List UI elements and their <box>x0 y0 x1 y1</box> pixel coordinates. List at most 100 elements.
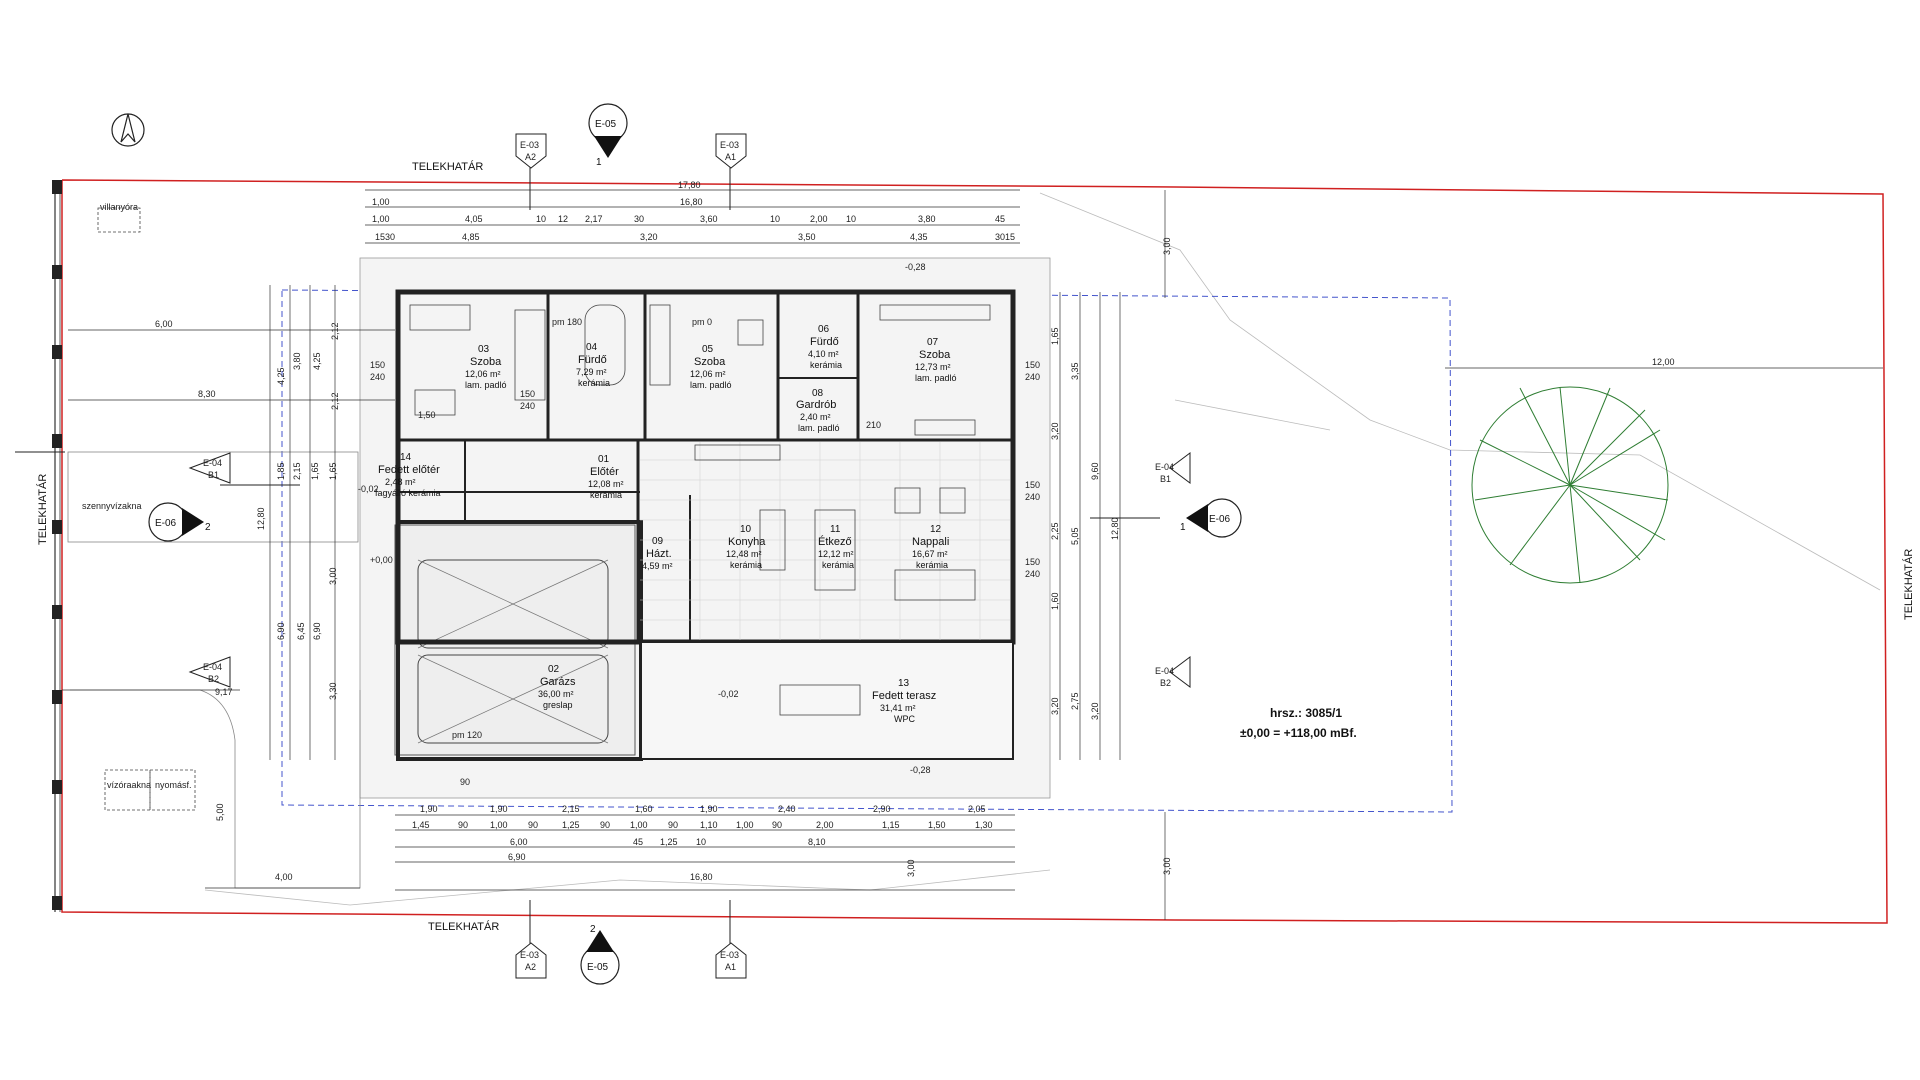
svg-text:17,80: 17,80 <box>678 180 701 190</box>
svg-text:8,10: 8,10 <box>808 837 826 847</box>
svg-text:1,65: 1,65 <box>310 462 320 480</box>
svg-text:07: 07 <box>927 337 939 348</box>
svg-text:1,60: 1,60 <box>1050 592 1060 610</box>
svg-text:2,25: 2,25 <box>1050 522 1060 540</box>
tag-e03-a1-bottom: E-03 <box>720 950 739 960</box>
tag-e03-a1-top: E-03 <box>720 140 739 150</box>
svg-text:2,00: 2,00 <box>810 214 828 224</box>
room-02: 02 Garázs 36,00 m² greslap <box>538 664 576 710</box>
svg-text:Konyha: Konyha <box>728 536 766 548</box>
room-10: 10 Konyha 12,48 m² kerámia <box>726 524 766 570</box>
tag-e03-a2-bottom-sub: A2 <box>525 962 536 972</box>
e06-left-num: 2 <box>205 522 211 533</box>
e05-bottom-code: E-05 <box>587 962 609 973</box>
e05-bottom-num: 2 <box>590 924 596 935</box>
e06-right-code: E-06 <box>1209 514 1231 525</box>
svg-text:2,15: 2,15 <box>292 462 302 480</box>
svg-text:1,65: 1,65 <box>328 462 338 480</box>
svg-text:240: 240 <box>520 401 535 411</box>
top-dimensions: 17,80 16,80 1,00 1,00 4,05 10 12 2,17 30… <box>372 180 1015 242</box>
svg-text:150: 150 <box>1025 480 1040 490</box>
tag-e04-b2-left: E-04 <box>203 662 222 672</box>
svg-text:1,90: 1,90 <box>420 804 438 814</box>
terrain-lines <box>204 192 1881 906</box>
room-06: 06 Fürdő 4,10 m² kerámia <box>808 324 842 370</box>
parcel-number: hrsz.: 3085/1 <box>1270 706 1342 720</box>
svg-text:14: 14 <box>400 452 412 463</box>
svg-text:2,12: 2,12 <box>330 392 340 410</box>
svg-text:1,50: 1,50 <box>928 820 946 830</box>
svg-text:45: 45 <box>995 214 1005 224</box>
room-07: 07 Szoba 12,73 m² lam. padló <box>915 337 957 383</box>
tag-e04-b1-right-sub: B1 <box>1160 474 1171 484</box>
svg-text:240: 240 <box>370 372 385 382</box>
svg-text:2,75: 2,75 <box>1070 692 1080 710</box>
svg-text:3015: 3015 <box>995 232 1015 242</box>
svg-text:2,17: 2,17 <box>585 214 603 224</box>
tag-e04-b1-right: E-04 <box>1155 462 1174 472</box>
svg-text:lam. padló: lam. padló <box>465 380 507 390</box>
svg-text:1,00: 1,00 <box>490 820 508 830</box>
svg-text:1,00: 1,00 <box>736 820 754 830</box>
property-boundary <box>52 179 1888 924</box>
svg-text:lam. padló: lam. padló <box>915 373 957 383</box>
svg-text:1,25: 1,25 <box>660 837 678 847</box>
svg-text:fagyálló kerámia: fagyálló kerámia <box>375 488 441 498</box>
tag-e03-a1-bottom-sub: A1 <box>725 962 736 972</box>
bottom-dimensions: 1,90 1,90 2,15 1,60 1,90 2,40 2,90 2,05 … <box>215 803 993 882</box>
svg-text:1,85: 1,85 <box>276 462 286 480</box>
room-14: 14 Fedett előtér 2,48 m² fagyálló kerámi… <box>375 452 441 498</box>
svg-text:9,17: 9,17 <box>215 687 233 697</box>
svg-text:03: 03 <box>478 344 490 355</box>
svg-text:3,00: 3,00 <box>1162 237 1172 255</box>
svg-text:12,12 m²: 12,12 m² <box>818 549 854 559</box>
svg-text:09: 09 <box>652 536 664 547</box>
svg-text:Házt.: Házt. <box>646 548 672 560</box>
svg-text:12,06 m²: 12,06 m² <box>690 369 726 379</box>
tag-e03-a2-top: E-03 <box>520 140 539 150</box>
e06-left-code: E-06 <box>155 518 177 529</box>
svg-text:4,59 m²: 4,59 m² <box>642 561 673 571</box>
svg-text:90: 90 <box>668 820 678 830</box>
boundary-label-bottom: TELEKHATÁR <box>428 920 499 933</box>
building-walls <box>395 289 1016 761</box>
svg-text:2,90: 2,90 <box>873 804 891 814</box>
svg-text:Előtér: Előtér <box>590 466 619 478</box>
svg-text:5,05: 5,05 <box>1070 527 1080 545</box>
svg-text:240: 240 <box>1025 492 1040 502</box>
svg-text:kerámia: kerámia <box>810 360 842 370</box>
room-12: 12 Nappali 16,67 m² kerámia <box>912 524 949 570</box>
svg-text:16,80: 16,80 <box>690 872 713 882</box>
tag-e04-b1-left: E-04 <box>203 458 222 468</box>
room-01: 01 Előtér 12,08 m² kerámia <box>588 454 624 500</box>
svg-text:Fedett terasz: Fedett terasz <box>872 690 936 702</box>
svg-text:pm 180: pm 180 <box>552 317 582 327</box>
room-13: 13 Fedett terasz 31,41 m² WPC <box>872 678 936 724</box>
svg-text:05: 05 <box>702 344 714 355</box>
svg-text:Étkező: Étkező <box>818 535 852 548</box>
left-dimensions: 6,00 8,30 12,80 6,90 6,45 6,90 3,00 3,30… <box>155 319 340 700</box>
svg-text:pm 0: pm 0 <box>692 317 712 327</box>
svg-text:3,35: 3,35 <box>1070 362 1080 380</box>
svg-text:3,00: 3,00 <box>328 567 338 585</box>
label-vizora: vízóraakna <box>107 780 151 790</box>
svg-text:11: 11 <box>830 524 841 535</box>
room-05: 05 Szoba 12,06 m² lam. padló <box>690 344 732 390</box>
svg-text:08: 08 <box>812 388 824 399</box>
section-tag-shapes <box>188 133 1191 979</box>
svg-text:3,00: 3,00 <box>906 859 916 877</box>
svg-text:90: 90 <box>772 820 782 830</box>
svg-text:210: 210 <box>866 420 881 430</box>
svg-text:4,10 m²: 4,10 m² <box>808 349 839 359</box>
svg-text:10: 10 <box>770 214 780 224</box>
svg-text:10: 10 <box>536 214 546 224</box>
label-nyomas: nyomásf. <box>155 780 192 790</box>
tag-e04-b2-right: E-04 <box>1155 666 1174 676</box>
svg-text:150: 150 <box>370 360 385 370</box>
svg-text:12: 12 <box>930 524 942 535</box>
svg-text:4,25: 4,25 <box>312 352 322 370</box>
svg-text:Nappali: Nappali <box>912 536 949 548</box>
svg-text:pm 120: pm 120 <box>452 730 482 740</box>
svg-text:12: 12 <box>558 214 568 224</box>
